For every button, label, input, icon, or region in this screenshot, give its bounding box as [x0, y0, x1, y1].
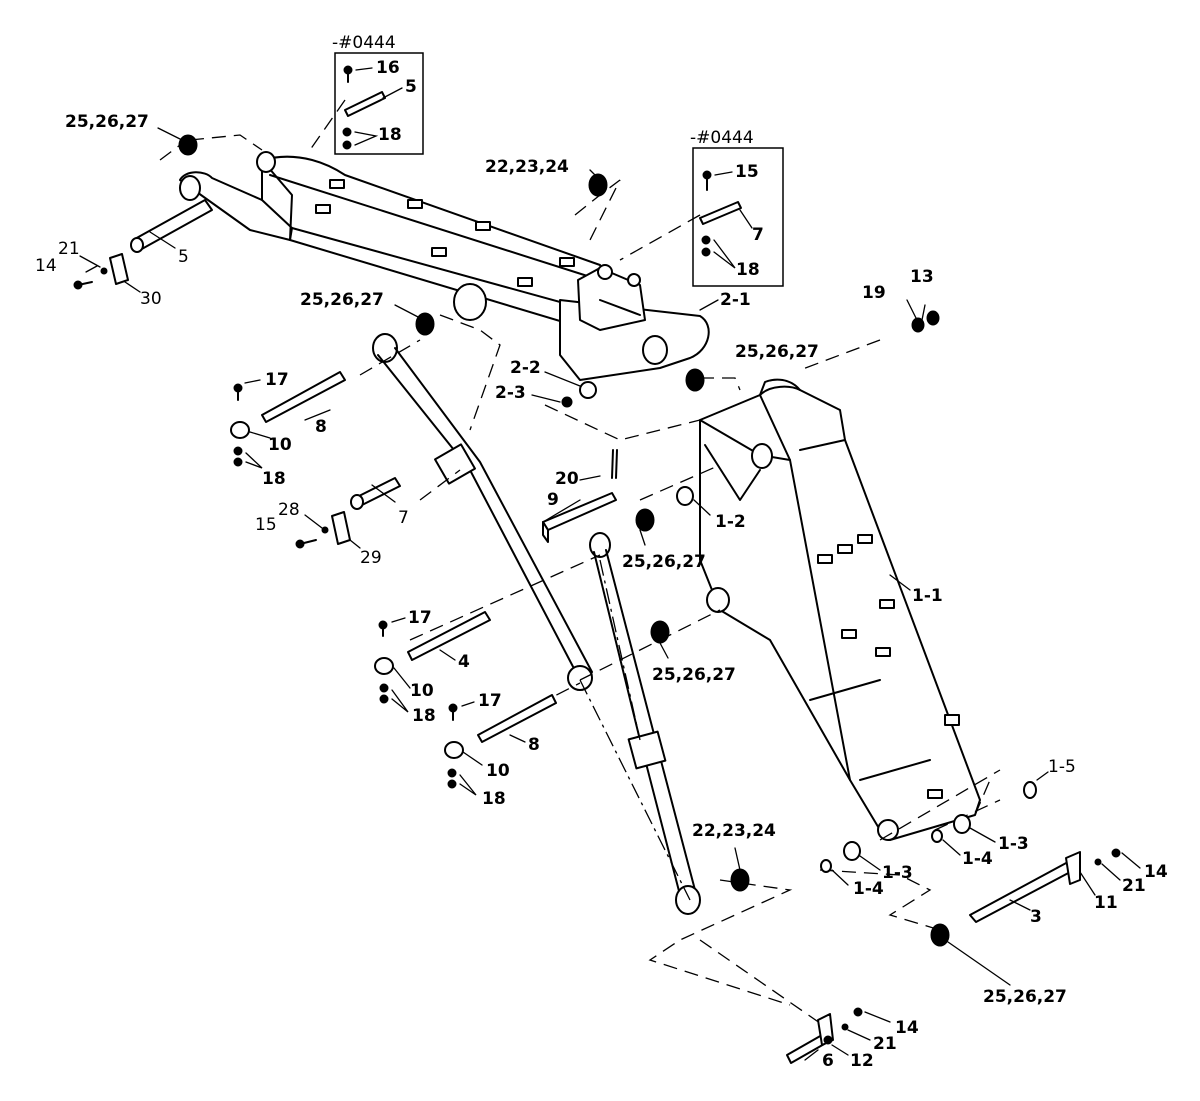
label-21-b: 21 [1122, 876, 1146, 896]
label-shim-middle-lower: 25,26,27 [652, 665, 736, 685]
hardware-parts [73, 134, 1121, 1064]
label-9: 9 [547, 490, 559, 510]
label-shim-top: 22,23,24 [485, 157, 569, 177]
label-16: 16 [376, 58, 400, 78]
label-19: 19 [862, 283, 886, 303]
label-17-c: 17 [478, 691, 502, 711]
arm-assembly [179, 151, 710, 381]
label-4: 4 [458, 652, 470, 672]
reference-lines [159, 99, 1001, 1031]
label-7: 7 [398, 508, 409, 528]
serial-box-right: -#0444 15 7 18 [690, 128, 784, 287]
arm-cylinder [372, 333, 593, 691]
label-10-c: 10 [486, 761, 510, 781]
label-shim-bottom: 22,23,24 [692, 821, 776, 841]
label-12: 12 [850, 1051, 874, 1071]
label-18-b: 18 [412, 706, 436, 726]
label-1-4-b: 1-4 [853, 879, 884, 899]
boom-assembly [699, 378, 981, 841]
label-3: 3 [1030, 907, 1042, 927]
label-18-box-right: 18 [736, 260, 760, 280]
label-shim-top-left: 25,26,27 [65, 112, 149, 132]
label-13: 13 [910, 267, 934, 287]
label-2-2: 2-2 [510, 358, 541, 378]
label-7-box: 7 [752, 225, 764, 245]
label-1-3-b: 1-3 [882, 863, 913, 883]
label-shim-arm: 25,26,27 [300, 290, 384, 310]
leader-lines [79, 127, 1141, 1061]
label-14-b: 14 [1144, 862, 1168, 882]
label-shim-middle: 25,26,27 [622, 552, 706, 572]
label-18-c: 18 [482, 789, 506, 809]
label-18-a: 18 [262, 469, 286, 489]
label-30: 30 [140, 289, 162, 309]
label-shim-bottom-right: 25,26,27 [983, 987, 1067, 1007]
label-20: 20 [555, 469, 579, 489]
label-1-4-a: 1-4 [962, 849, 993, 869]
label-11: 11 [1094, 893, 1118, 913]
label-1-1: 1-1 [912, 586, 943, 606]
label-8-b: 8 [528, 735, 540, 755]
label-1-5: 1-5 [1048, 757, 1076, 777]
label-17-b: 17 [408, 608, 432, 628]
serial-box-left: -#0444 16 5 18 [332, 33, 424, 155]
label-10-a: 10 [268, 435, 292, 455]
serial-label-left: -#0444 [332, 33, 396, 53]
boom-cylinder [589, 532, 701, 915]
label-6: 6 [822, 1051, 834, 1071]
label-5-box: 5 [405, 77, 417, 97]
label-14-c: 14 [895, 1018, 919, 1038]
label-14: 14 [35, 256, 57, 276]
label-2-1: 2-1 [720, 290, 751, 310]
part-labels: 25,26,27 5 14 21 30 22,23,24 25,26,27 2-… [35, 112, 1168, 1071]
label-10-b: 10 [410, 681, 434, 701]
label-1-3-a: 1-3 [998, 834, 1029, 854]
label-15-box: 15 [735, 162, 759, 182]
label-2-3: 2-3 [495, 383, 526, 403]
label-8-a: 8 [315, 417, 327, 437]
label-15: 15 [255, 515, 277, 535]
serial-label-right: -#0444 [690, 128, 754, 148]
label-21: 21 [58, 239, 80, 259]
label-5: 5 [178, 247, 189, 267]
label-28: 28 [278, 500, 300, 520]
label-21-c: 21 [873, 1034, 897, 1054]
label-17-a: 17 [265, 370, 289, 390]
label-18-box: 18 [378, 125, 402, 145]
label-shim-boom: 25,26,27 [735, 342, 819, 362]
label-29: 29 [360, 548, 382, 568]
label-1-2: 1-2 [715, 512, 746, 532]
